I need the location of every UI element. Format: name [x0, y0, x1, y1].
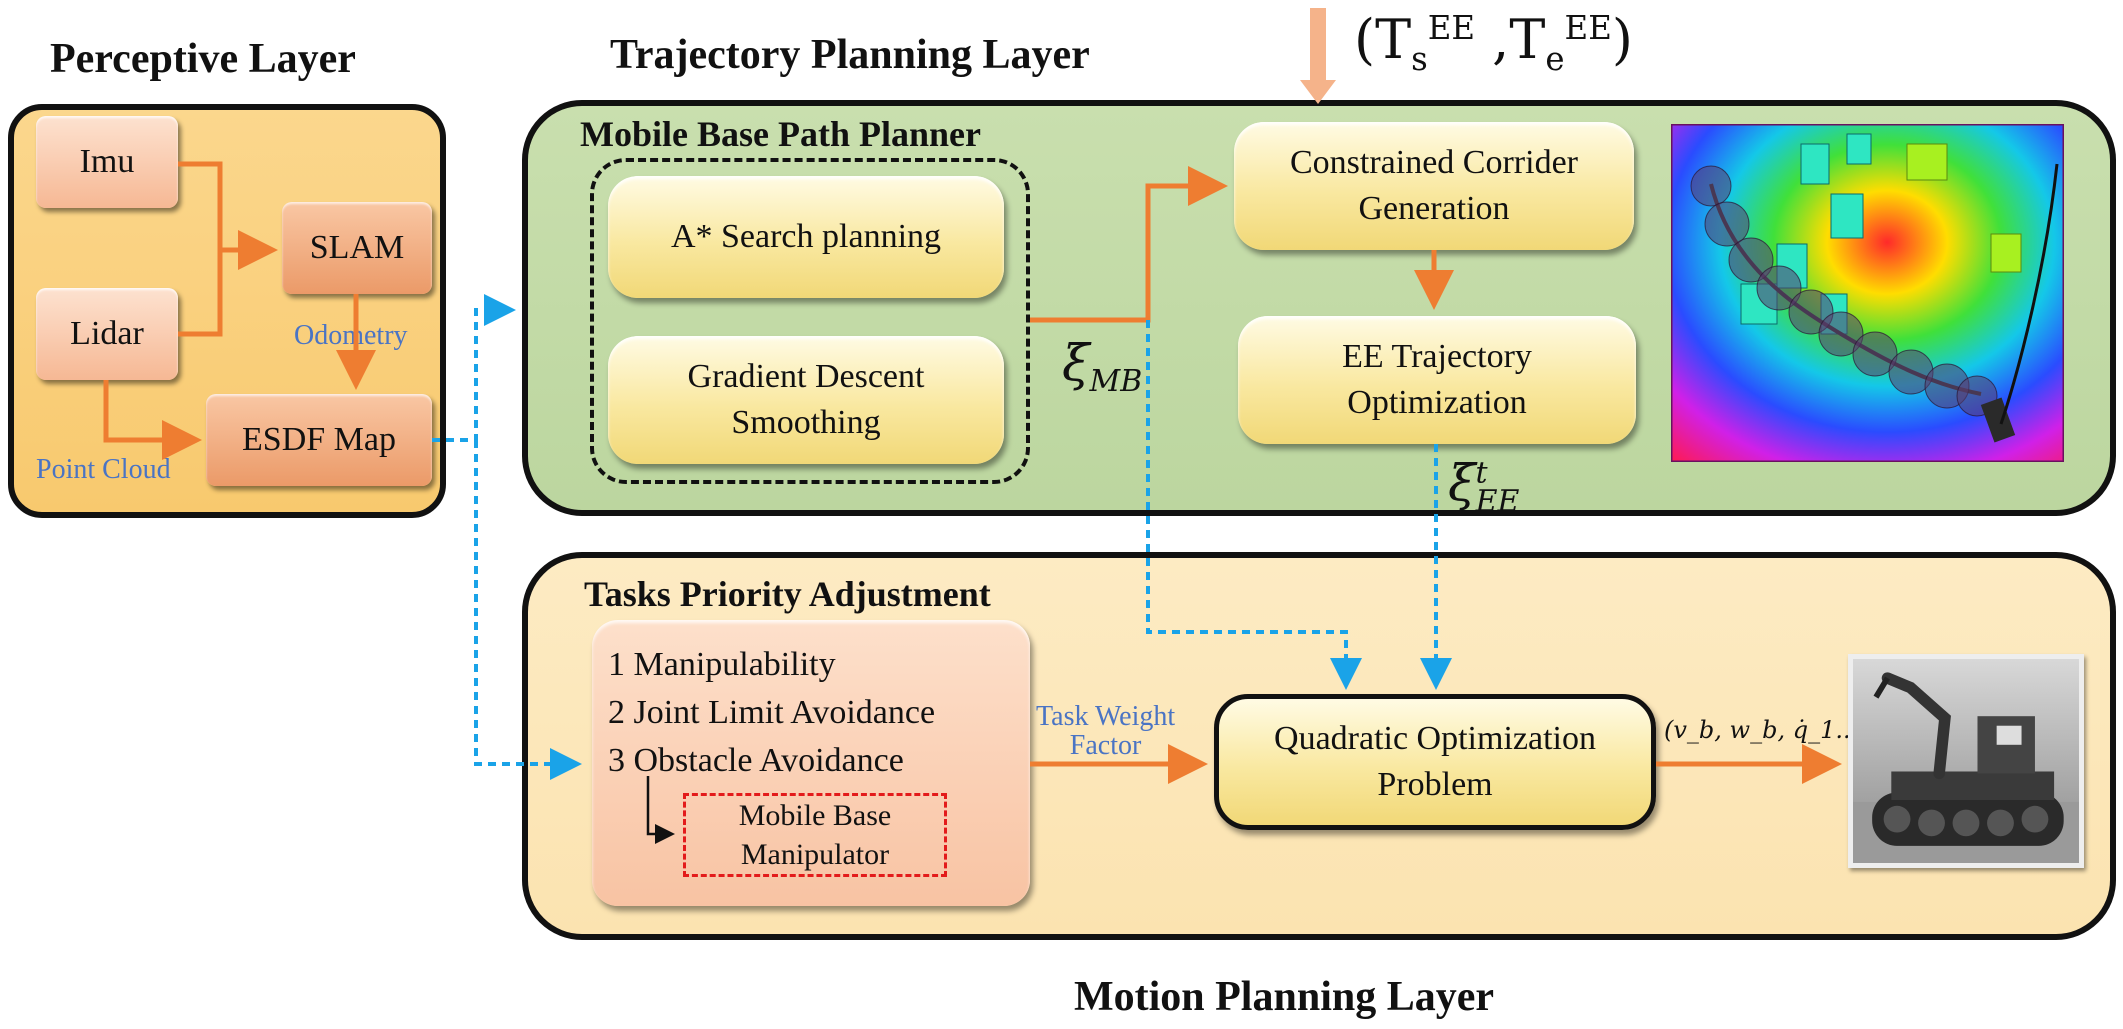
astar-node: A* Search planning — [608, 176, 1004, 298]
task-weight-label: Task Weight Factor — [1036, 701, 1176, 762]
tasks-priority-box: 1 Manipulability 2 Joint Limit Avoidance… — [592, 620, 1030, 906]
slam-node: SLAM — [282, 202, 432, 294]
odometry-label: Odometry — [294, 320, 408, 351]
task-item-3: 3 Obstacle Avoidance — [608, 742, 904, 779]
input-pose-label: (TsEE ,TeEE) — [1354, 8, 1633, 78]
corridor-generation-node: Constrained Corrider Generation — [1234, 122, 1634, 250]
lidar-to-slam — [178, 250, 223, 337]
esdf-map-node: ESDF Map — [206, 394, 432, 486]
mb-path-to-qp — [1146, 320, 1362, 690]
imu-to-slam — [178, 161, 278, 270]
path-planner-group — [590, 158, 1030, 484]
mobile-base-manipulator-box: Mobile Base Manipulator — [683, 793, 947, 877]
trajectory-layer-title: Trajectory Planning Layer — [610, 32, 1090, 78]
lidar-node: Lidar — [36, 288, 178, 380]
motion-layer-title: Motion Planning Layer — [1074, 974, 1495, 1020]
xi-ee-label: ξtEE — [1448, 454, 1520, 519]
tasks-priority-title: Tasks Priority Adjustment — [584, 574, 991, 614]
xi-mb-label: ξMB — [1062, 334, 1143, 399]
obstacle-to-submodes — [646, 776, 675, 844]
task-item-1: 1 Manipulability — [608, 646, 836, 683]
point-cloud-label: Point Cloud — [36, 454, 171, 485]
task-item-2: 2 Joint Limit Avoidance — [608, 694, 936, 731]
path-planner-title: Mobile Base Path Planner — [580, 114, 981, 154]
imu-node: Imu — [36, 116, 178, 208]
gradient-descent-node: Gradient Descent Smoothing — [608, 336, 1004, 464]
ee-trajectory-node: EE Trajectory Optimization — [1238, 316, 1636, 444]
lidar-to-esdf — [103, 380, 202, 460]
planner-to-corridor — [1030, 166, 1228, 323]
esdf-map-visualization — [1671, 124, 2064, 462]
perceptive-layer-title: Perceptive Layer — [50, 36, 356, 82]
robot-photo — [1848, 654, 2084, 868]
esdf-to-tasks — [474, 440, 582, 780]
esdf-to-trajectory — [432, 294, 516, 442]
quadratic-optimization-node: Quadratic Optimization Problem — [1214, 694, 1656, 830]
